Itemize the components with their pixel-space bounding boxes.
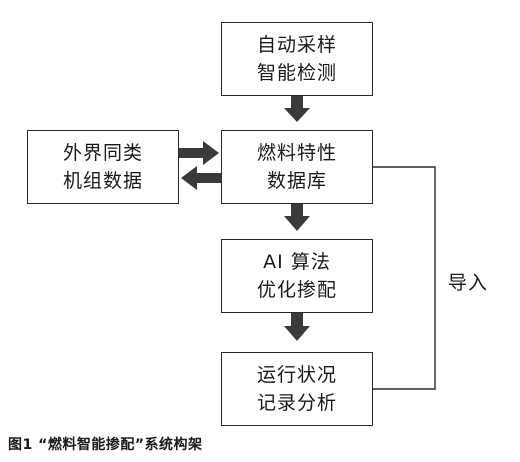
box-operation-record-line1: 运行状况 <box>256 364 337 386</box>
arrow-database-to-external <box>181 166 221 190</box>
box-operation-record: 运行状况 记录分析 <box>221 352 373 426</box>
box-ai-optimization: AI 算法 优化掺配 <box>221 239 373 313</box>
box-ai-optimization-line1: AI 算法 <box>263 251 331 273</box>
arrow-database-to-ai <box>284 204 310 231</box>
arrow-ai-to-record <box>284 313 310 341</box>
box-external-unit-data-line1: 外界同类 <box>62 142 143 164</box>
feedback-label: 导入 <box>448 272 489 294</box>
box-external-unit-data: 外界同类 机组数据 <box>27 130 179 204</box>
box-external-unit-data-line2: 机组数据 <box>62 170 143 192</box>
box-ai-optimization-line2: 优化掺配 <box>256 279 337 301</box>
arrow-external-to-database <box>179 141 219 165</box>
box-auto-sampling-line1: 自动采样 <box>256 34 337 56</box>
figure-caption: 图1 “燃料智能掺配”系统构架 <box>8 437 203 453</box>
box-operation-record-line2: 记录分析 <box>256 392 337 414</box>
box-fuel-database-line1: 燃料特性 <box>256 142 337 164</box>
box-auto-sampling-line2: 智能检测 <box>256 62 337 84</box>
box-fuel-database: 燃料特性 数据库 <box>221 130 373 204</box>
box-fuel-database-line2: 数据库 <box>266 170 327 192</box>
arrow-sampling-to-database <box>284 96 310 122</box>
feedback-loop-line <box>373 166 436 390</box>
box-auto-sampling: 自动采样 智能检测 <box>221 22 373 96</box>
